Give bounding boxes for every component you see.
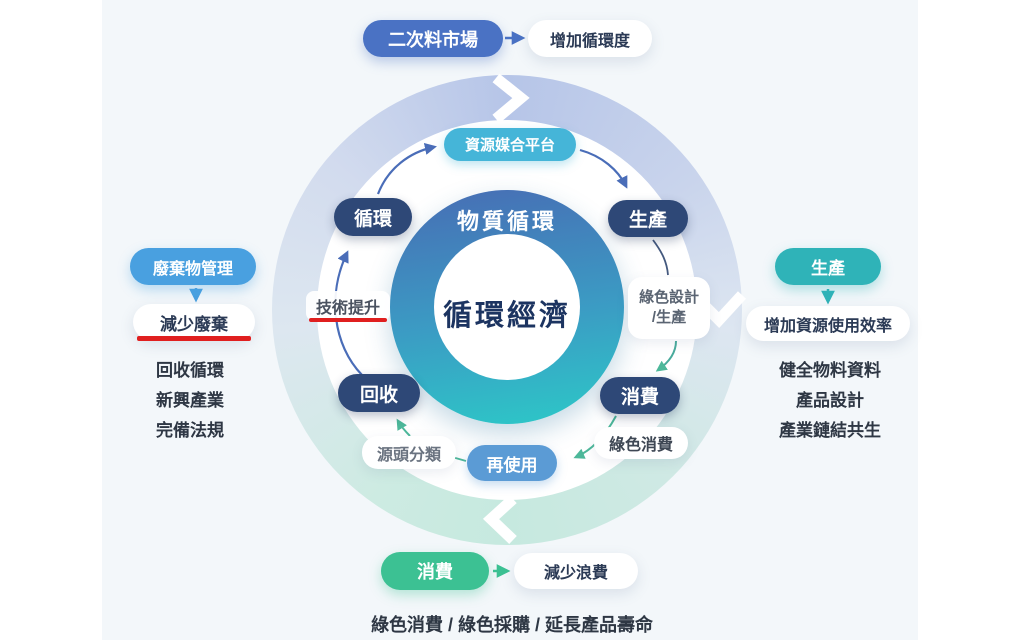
list-item: 產業鏈結共生 xyxy=(779,421,881,440)
right-item-list: 健全物料資料 產品設計 產業鏈結共生 xyxy=(745,356,915,446)
label-green-consumption: 綠色消費 xyxy=(594,427,688,459)
pill-secondary-material-market: 二次料市場 xyxy=(363,20,503,57)
pill-reduce-waste: 減少廢棄 xyxy=(133,304,255,340)
pill-production: 生產 xyxy=(775,248,881,285)
pill-consumption: 消費 xyxy=(381,552,489,590)
list-item: 產品設計 xyxy=(796,391,864,410)
reduce-waste-underline xyxy=(137,336,251,341)
stage-recycle: 回收 xyxy=(338,374,420,412)
pill-increase-resource-efficiency: 增加資源使用效率 xyxy=(746,306,910,341)
stage-produce: 生產 xyxy=(608,200,688,237)
pill-waste-management: 廢棄物管理 xyxy=(130,248,256,285)
list-item: 完備法規 xyxy=(156,421,224,440)
label-green-design-production: 綠色設計 /生產 xyxy=(628,277,710,339)
material-cycle-label: 物質循環 xyxy=(456,209,557,234)
left-item-list: 回收循環 新興產業 完備法規 xyxy=(105,356,275,446)
stage-consume: 消費 xyxy=(600,377,680,414)
list-item: 健全物料資料 xyxy=(779,361,881,380)
tech-upgrade-underline xyxy=(309,318,387,322)
label-line: /生產 xyxy=(651,309,687,326)
pill-reduce-wastefulness: 減少浪費 xyxy=(514,553,638,589)
label-source-separation: 源頭分類 xyxy=(362,436,456,469)
list-item: 新興產業 xyxy=(156,391,224,410)
pill-resource-matching-platform: 資源媒合平台 xyxy=(444,128,576,161)
list-item: 回收循環 xyxy=(156,361,224,380)
stage-circulate: 循環 xyxy=(334,198,412,236)
pill-increase-circularity: 增加循環度 xyxy=(528,20,652,57)
label-tech-upgrade: 技術提升 xyxy=(306,291,390,321)
core-circle xyxy=(434,234,580,380)
label-line: 綠色設計 xyxy=(638,289,699,306)
bottom-note: 綠色消費 / 綠色採購 / 延長產品壽命 xyxy=(370,615,653,635)
stage-reuse: 再使用 xyxy=(467,445,557,481)
core-title: 循環經濟 xyxy=(442,300,571,332)
